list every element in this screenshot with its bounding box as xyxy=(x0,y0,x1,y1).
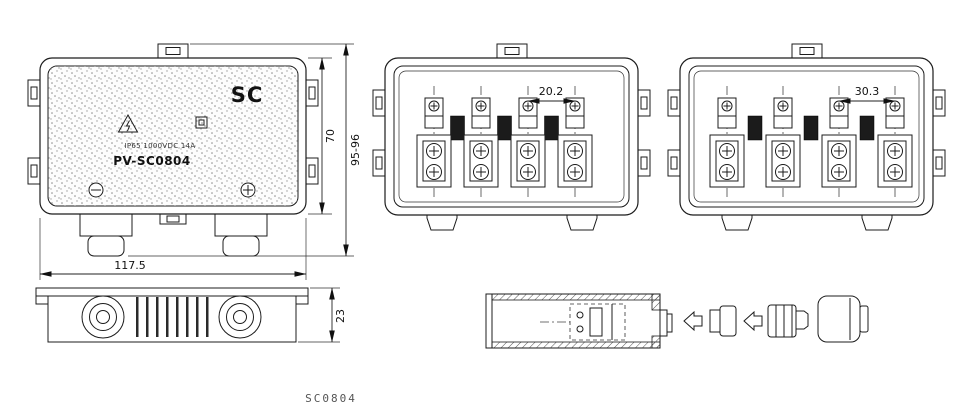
lid-texture xyxy=(48,66,298,206)
wire-clamp xyxy=(829,97,849,129)
cooling-ribs xyxy=(136,297,209,337)
gland-entry-stub xyxy=(659,309,673,337)
assembly-arrow-icon xyxy=(743,310,763,332)
screw-plus-icon xyxy=(240,182,256,198)
svg-text:20.2: 20.2 xyxy=(539,85,564,98)
terminal-block xyxy=(463,134,499,188)
view-internal-pitch-large: 30.3 xyxy=(668,44,945,230)
terminal-block xyxy=(821,134,857,188)
view-internal-pitch-small: 20.2 xyxy=(373,44,650,230)
wire-clamp xyxy=(717,97,737,129)
mounting-ear xyxy=(27,157,41,185)
double-insulation-icon xyxy=(195,116,208,129)
cable-gland xyxy=(79,213,133,257)
terminal-block xyxy=(877,134,913,188)
section-housing xyxy=(491,293,661,349)
dim-overall-width: 117.5 xyxy=(39,218,307,280)
warning-triangle-icon xyxy=(117,113,139,133)
busbar-block xyxy=(747,115,763,141)
mounting-ear xyxy=(305,79,319,107)
gland-cap-part xyxy=(817,295,869,343)
busbar-block xyxy=(497,115,512,141)
dim-overall-height: 95-96 xyxy=(128,43,362,257)
wire-clamp xyxy=(424,97,444,129)
wire-clamp xyxy=(565,97,585,129)
screw-minus-icon xyxy=(88,182,104,198)
gland-boss xyxy=(81,295,125,339)
view-side-profile: 23 xyxy=(35,287,347,343)
profile-top-flange xyxy=(35,287,309,297)
terminal-block xyxy=(510,134,546,188)
section-left-flange xyxy=(485,293,493,349)
wire-clamp xyxy=(773,97,793,129)
top-latch-tab xyxy=(157,43,189,59)
brand-text: SC xyxy=(231,83,264,107)
rating-text: IP65 1000VDC 14A xyxy=(124,142,195,150)
svg-text:30.3: 30.3 xyxy=(855,85,880,98)
internal-terminal-hidden xyxy=(540,303,626,341)
busbar-block xyxy=(859,115,875,141)
svg-text:70: 70 xyxy=(324,129,337,143)
terminal-block xyxy=(709,134,745,188)
dim-terminal-pitch-large: 30.3 xyxy=(838,85,896,104)
terminal-block xyxy=(765,134,801,188)
cable-gland xyxy=(214,213,268,257)
wire-clamp xyxy=(518,97,538,129)
model-text: PV-SC0804 xyxy=(113,154,191,168)
busbar-block xyxy=(544,115,559,141)
dim-profile-height: 23 xyxy=(298,287,347,343)
view-top-closed: SC IP65 1000VDC 14A PV-SC0804 117.5 xyxy=(27,43,362,280)
bottom-latch-tab xyxy=(159,213,187,225)
busbar-block xyxy=(450,115,465,141)
svg-text:117.5: 117.5 xyxy=(114,259,146,272)
svg-text:23: 23 xyxy=(334,309,347,323)
gland-seal-part xyxy=(709,305,737,337)
dim-body-height: 70 xyxy=(308,57,337,215)
mounting-ear xyxy=(27,79,41,107)
assembly-arrow-icon xyxy=(683,310,703,332)
terminal-block xyxy=(557,134,593,188)
terminal-block xyxy=(416,134,452,188)
drawing-code-text: SC0804 xyxy=(305,392,357,405)
busbar-block xyxy=(803,115,819,141)
view-cross-section-exploded xyxy=(485,293,869,349)
svg-text:95-96: 95-96 xyxy=(349,134,362,166)
wire-clamp xyxy=(471,97,491,129)
gland-clamp-part xyxy=(767,304,809,338)
wire-clamp xyxy=(885,97,905,129)
dim-terminal-pitch-small: 20.2 xyxy=(527,85,576,104)
gland-boss xyxy=(218,295,262,339)
mounting-ear xyxy=(305,157,319,185)
